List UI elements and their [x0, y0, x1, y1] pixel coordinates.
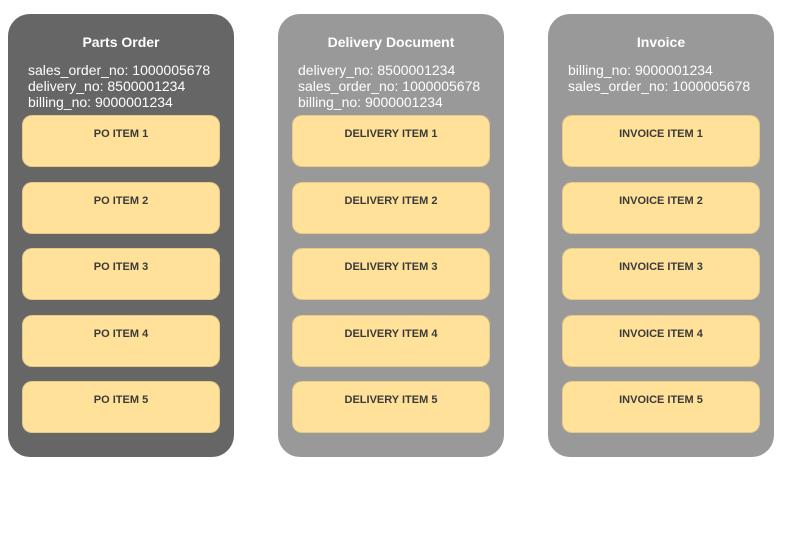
field-delivery-no: delivery_no: 8500001234 [298, 62, 456, 78]
parts-order-column: Parts Order sales_order_no: 1000005678 d… [8, 14, 234, 457]
column-title: Delivery Document [327, 34, 455, 50]
field-billing-no: billing_no: 9000001234 [298, 94, 443, 110]
field-sales-order-no: sales_order_no: 1000005678 [568, 78, 751, 94]
invoice-item-box: INVOICE ITEM 1 [562, 115, 760, 167]
item-label: PO ITEM 4 [93, 327, 149, 340]
delivery-item-box: DELIVERY ITEM 3 [292, 248, 490, 300]
delivery-item-box: DELIVERY ITEM 4 [292, 314, 490, 367]
field-billing-no: billing_no: 9000001234 [28, 94, 173, 110]
item-label: DELIVERY ITEM 5 [344, 394, 438, 406]
item-label: INVOICE ITEM 2 [619, 194, 703, 207]
invoice-item-box: INVOICE ITEM 4 [562, 314, 760, 367]
delivery-item-box: DELIVERY ITEM 2 [292, 181, 490, 234]
delivery-item-box: DELIVERY ITEM 5 [292, 381, 490, 433]
item-label: DELIVERY ITEM 3 [344, 261, 438, 273]
invoice-column: Invoice billing_no: 9000001234 sales_ord… [548, 14, 774, 457]
item-label: INVOICE ITEM 5 [619, 394, 703, 406]
item-label: PO ITEM 3 [93, 261, 149, 273]
field-delivery-no: delivery_no: 8500001234 [28, 78, 186, 94]
item-list: PO ITEM 1 PO ITEM 2 PO ITEM 3 PO ITEM 4 … [22, 115, 220, 448]
item-label: DELIVERY ITEM 2 [344, 194, 438, 207]
field-billing-no: billing_no: 9000001234 [568, 62, 713, 78]
item-label: INVOICE ITEM 1 [619, 128, 703, 140]
item-list: DELIVERY ITEM 1 DELIVERY ITEM 2 DELIVERY… [292, 115, 490, 448]
column-fields: billing_no: 9000001234 sales_order_no: 1… [568, 62, 768, 94]
po-item-box: PO ITEM 5 [22, 381, 220, 433]
po-item-box: PO ITEM 1 [22, 115, 220, 167]
item-label: DELIVERY ITEM 4 [344, 327, 438, 340]
item-label: PO ITEM 1 [93, 128, 149, 140]
delivery-item-box: DELIVERY ITEM 1 [292, 115, 490, 167]
field-sales-order-no: sales_order_no: 1000005678 [28, 62, 211, 78]
invoice-item-box: INVOICE ITEM 5 [562, 381, 760, 433]
invoice-item-box: INVOICE ITEM 3 [562, 248, 760, 300]
item-label: INVOICE ITEM 3 [619, 261, 703, 273]
column-title: Parts Order [82, 34, 160, 50]
field-sales-order-no: sales_order_no: 1000005678 [298, 78, 481, 94]
invoice-item-box: INVOICE ITEM 2 [562, 181, 760, 234]
column-fields: delivery_no: 8500001234 sales_order_no: … [298, 62, 498, 110]
column-fields: sales_order_no: 1000005678 delivery_no: … [28, 62, 228, 110]
column-title: Invoice [636, 34, 686, 50]
delivery-document-column: Delivery Document delivery_no: 850000123… [278, 14, 504, 457]
item-label: INVOICE ITEM 4 [619, 327, 703, 340]
item-label: PO ITEM 2 [93, 194, 149, 207]
item-label: PO ITEM 5 [93, 394, 149, 406]
po-item-box: PO ITEM 3 [22, 248, 220, 300]
po-item-box: PO ITEM 4 [22, 314, 220, 367]
item-label: DELIVERY ITEM 1 [344, 128, 438, 140]
po-item-box: PO ITEM 2 [22, 181, 220, 234]
item-list: INVOICE ITEM 1 INVOICE ITEM 2 INVOICE IT… [562, 115, 760, 448]
